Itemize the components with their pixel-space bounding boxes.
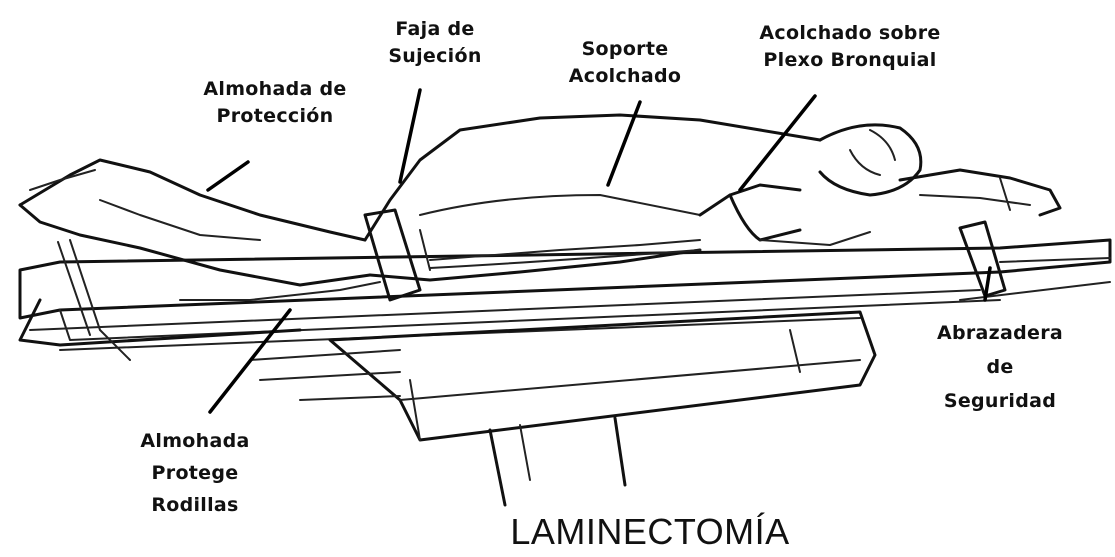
label-abrazadera-de-seguridad: Abrazadera de Seguridad — [936, 322, 1064, 412]
leader-abrazadera — [983, 266, 992, 302]
leader-faja-sujecion — [398, 88, 422, 184]
label-acolchado-sobre-plexo-bronquial: Acolchado sobre Plexo Bronquial — [759, 22, 941, 71]
leader-acolchado-plexo — [738, 94, 817, 192]
leader-lines — [206, 88, 992, 414]
leader-almohada-rodillas — [208, 308, 292, 414]
leader-soporte-acolchado — [606, 100, 642, 187]
leader-almohada-proteccion — [206, 160, 250, 192]
diagram-title: LAMINECTOMÍA — [510, 511, 790, 552]
label-almohada-de-proteccion: Almohada de Protección — [203, 78, 347, 127]
patient-figure — [18, 113, 1062, 302]
label-faja-de-sujecion: Faja de Sujeción — [388, 18, 482, 67]
label-soporte-acolchado: Soporte Acolchado — [568, 38, 682, 87]
operating-table — [18, 238, 1112, 507]
label-almohada-protege-rodillas: Almohada Protege Rodillas — [140, 430, 250, 516]
